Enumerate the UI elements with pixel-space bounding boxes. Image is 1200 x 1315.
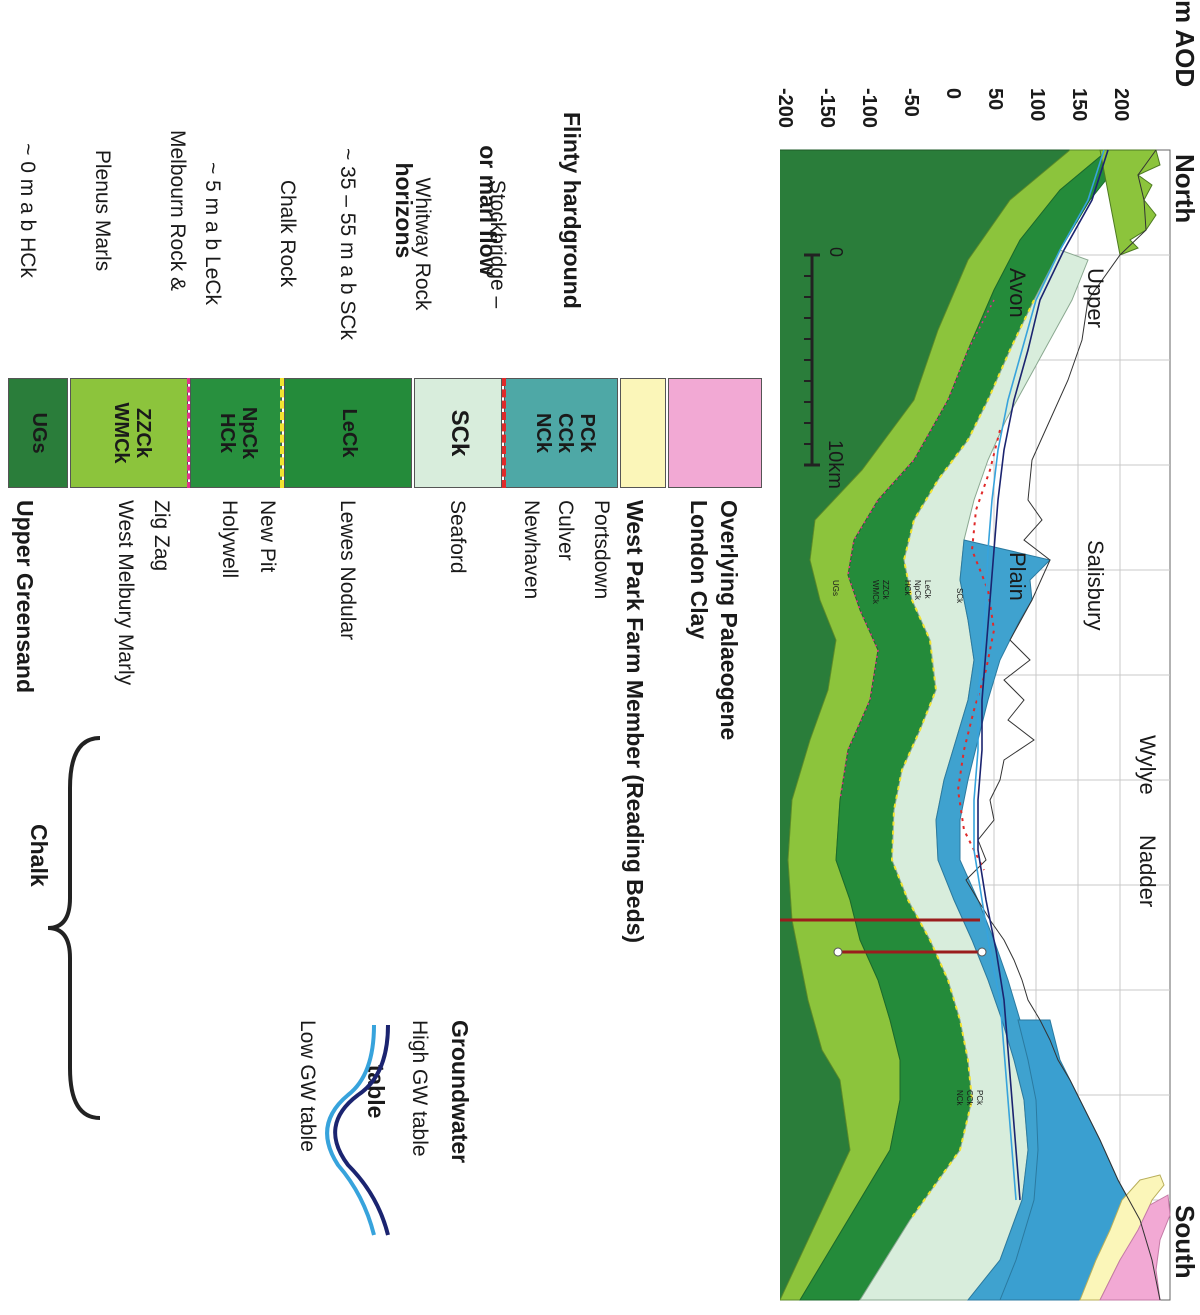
column-label-cck: CCk [554, 412, 576, 453]
column-label-wmck: WMCk [110, 402, 132, 464]
low-gw-legend-line [325, 1024, 376, 1236]
section-palaeogene [1099, 1194, 1171, 1301]
column-marker-chalkrock [280, 378, 284, 488]
high-gw-table-line [977, 149, 1109, 1201]
cross-section-plot [780, 149, 1171, 1301]
high-gw-legend-line [333, 1024, 390, 1236]
column-label-npck: NpCk [238, 406, 260, 460]
y-tick-label: -200 [774, 88, 796, 129]
horizon-stockbridge-line2: Whitway Rock [411, 177, 434, 311]
unit-culver: Culver [554, 500, 577, 561]
section-label-zzck: ZZCk [881, 580, 890, 600]
section-label-nck: NCk [955, 1090, 964, 1106]
horizon-melbourn-line2: Plenus Marls [91, 149, 114, 272]
section-label-ugs: UGs [831, 580, 840, 596]
place-upper-avon: Upper Avon [952, 268, 1160, 328]
column-label-leck: LeCk [338, 408, 360, 458]
horizon-melbourn-line1: Melbourn Rock & [166, 130, 189, 292]
y-tick-label: 100 [1026, 88, 1048, 122]
column-label-zzck: ZZCk [132, 408, 154, 458]
y-tick-label: 0 [942, 88, 964, 100]
column-reading-beds [620, 378, 666, 488]
ground-surface-line [965, 149, 1161, 1301]
column-palaeogene [668, 378, 762, 488]
section-label-hck: HCk [903, 580, 912, 596]
column-label-hck: HCk [216, 412, 238, 453]
place-salisbury-plain: Salisbury Plain [952, 540, 1160, 630]
axis-title: m AOD [1170, 0, 1200, 88]
unit-overlying [646, 378, 700, 391]
y-tick-label: 200 [1110, 88, 1132, 122]
horizon-stockbridge-line1: Stockbridge – [486, 179, 509, 309]
fault-marker-1 [977, 947, 987, 957]
section-pck-cck-nck [935, 539, 1051, 1301]
y-tick-label: -50 [900, 88, 922, 117]
unit-holywell: Holywell [218, 500, 241, 579]
unit-lewes: Lewes Nodular [336, 500, 359, 641]
chalk-brace [47, 736, 101, 1120]
section-label-cck: CCk [965, 1090, 974, 1106]
section-label-wmck: WMCk [871, 580, 880, 604]
high-gw-legend-label: High GW table [408, 1020, 431, 1157]
unit-portsdown: Portsdown [590, 500, 613, 600]
column-marker-stockbridge [502, 378, 506, 488]
groundwater-title-line1: Groundwater [447, 1020, 473, 1164]
horizon-melbourn: Melbourn Rock & Plenus Marls ~ 0 m a b H… [0, 130, 240, 291]
scale-bar-ticks [804, 275, 812, 445]
unit-west-park-farm: West Park Farm Member (Reading Beds) [622, 500, 648, 944]
place-salisbury-line2: Plain [1005, 552, 1030, 601]
unit-seaford: Seaford [446, 500, 469, 574]
stockbridge-horizon-line [956, 429, 1001, 871]
column-label-pck-group: PCk CCk NCk [532, 378, 598, 488]
column-label-npck-hck: NpCk HCk [216, 378, 260, 488]
unit-newhaven: Newhaven [520, 500, 543, 600]
unit-new-pit: New Pit [256, 500, 279, 573]
column-label-nck: NCk [532, 412, 554, 453]
fault-marker-2 [833, 947, 843, 957]
horizon-melbourn-line3: ~ 0 m a b HCk [16, 143, 39, 278]
unit-upper-greensand: Upper Greensand [12, 500, 38, 693]
scale-bar-end: 10km [824, 440, 846, 489]
place-upper-avon-line2: Avon [1005, 268, 1030, 318]
groundwater-legend-swatch [325, 1024, 390, 1236]
section-north-surface [1099, 149, 1161, 256]
section-label-npck: NpCk [913, 580, 922, 601]
section-label-sck: SCk [955, 588, 964, 604]
scale-bar-start: 0 [826, 247, 846, 258]
unit-zig-zag: Zig Zag [150, 500, 173, 572]
column-label-zzck-wmck: ZZCk WMCk [110, 378, 154, 488]
unit-overlying-palaeogene: Overlying Palaeogene [716, 500, 742, 741]
y-tick-label: -150 [816, 88, 838, 129]
place-upper-avon-line1: Upper [1083, 268, 1108, 328]
low-gw-table-line [973, 149, 1105, 1201]
section-reading-beds [1079, 1174, 1165, 1301]
place-salisbury-line1: Salisbury [1083, 540, 1108, 631]
flint-heading-line1: Flinty hardground [559, 112, 585, 309]
south-label: South [1170, 1205, 1200, 1279]
y-tick-label: 50 [984, 88, 1006, 111]
unit-london-clay: London Clay [686, 500, 712, 640]
column-label-pck: PCk [576, 413, 598, 453]
section-label-leck: LeCk [923, 580, 932, 599]
y-tick-label: -100 [858, 88, 880, 129]
column-label-sck: SCk [446, 409, 473, 457]
column-marker-melbourn [187, 378, 190, 488]
place-wylye: Wylye [1135, 735, 1160, 795]
unit-west-melbury: West Melbury Marly [114, 500, 137, 686]
horizon-chalk-rock-line1: Chalk Rock [276, 179, 299, 288]
column-label-ugs: UGs [28, 412, 50, 454]
place-nadder: Nadder [1135, 835, 1160, 908]
y-tick-label: 150 [1068, 88, 1090, 122]
chalk-brace-label: Chalk [26, 824, 52, 887]
section-label-pck: PCk [975, 1090, 984, 1106]
north-label: North [1170, 154, 1200, 224]
